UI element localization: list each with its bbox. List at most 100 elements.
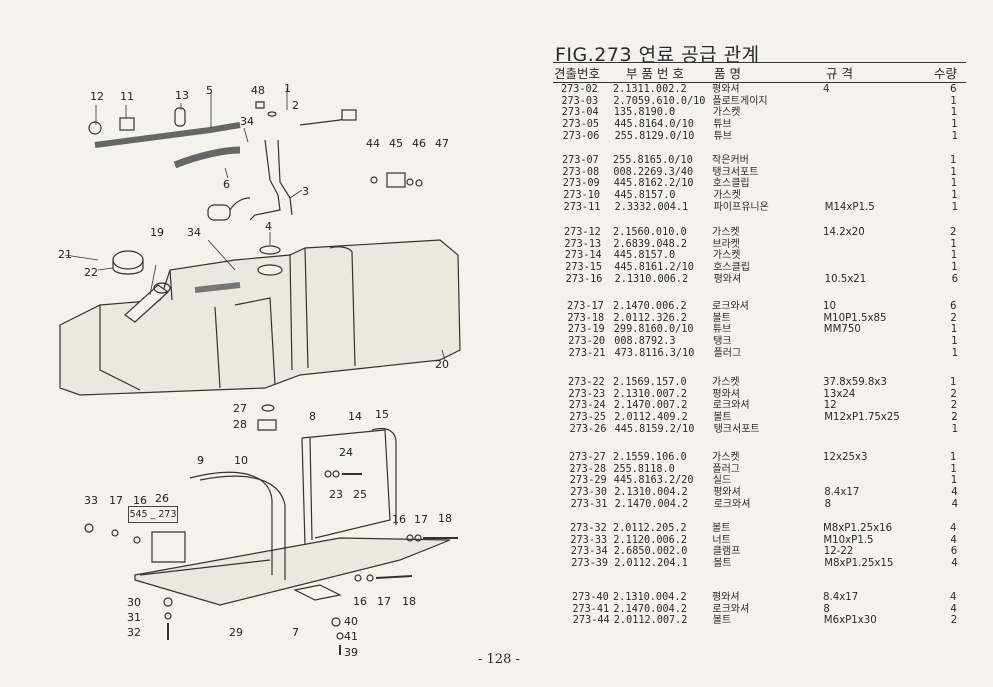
header-part-no: 부 품 번 호 — [626, 66, 684, 81]
callout-label: 39 — [344, 646, 358, 659]
index-no-cell: 273-09 — [562, 178, 600, 190]
part-name-cell: 가스켓 — [713, 190, 741, 202]
qty-cell: 4 — [951, 558, 958, 570]
title-divider — [553, 62, 966, 63]
callout-label: 32 — [127, 626, 141, 639]
part-name-cell: 로크와셔 — [713, 498, 751, 510]
part-no-cell: 445.8162.2/10 — [613, 178, 694, 190]
index-no-cell: 273-27 — [569, 452, 606, 463]
qty-cell: 2 — [950, 227, 957, 238]
index-no-cell: 273-31 — [570, 498, 608, 510]
spec-cell: 8.4x17 — [823, 592, 859, 603]
callout-label: 11 — [120, 90, 134, 103]
callout-label: 17 — [414, 513, 428, 526]
part-no-cell: 255.8118.0 — [613, 463, 675, 475]
part-no-cell: 2.1470.004.2 — [614, 498, 689, 510]
header-divider — [553, 82, 966, 83]
part-name-cell: 실드 — [712, 475, 732, 487]
qty-cell: 1 — [950, 250, 958, 262]
qty-cell: 1 — [950, 166, 957, 178]
qty-cell: 1 — [951, 347, 959, 359]
qty-cell: 1 — [951, 423, 959, 435]
part-name-cell: 로크와셔 — [712, 603, 750, 615]
callout-label: 17 — [377, 595, 391, 608]
spec-cell: M8xP1.25x16 — [823, 523, 893, 534]
part-name-cell: 로크와셔 — [712, 301, 749, 312]
qty-cell: 6 — [950, 301, 957, 312]
part-no-cell: 2.1569.157.0 — [613, 377, 687, 388]
spec-cell: M6xP1x30 — [823, 615, 877, 627]
part-name-cell: 너트 — [712, 534, 731, 546]
spec-cell: 4 — [823, 84, 830, 95]
part-name-cell: 로크와셔 — [712, 400, 750, 412]
index-no-cell: 273-28 — [569, 463, 607, 475]
callout-label: 4 — [265, 220, 272, 233]
spec-cell: M12xP1.75x25 — [824, 412, 900, 424]
spec-cell: 37.8x59.8x3 — [823, 377, 887, 388]
index-no-cell: 273-21 — [568, 347, 606, 359]
page-number: - 128 - — [478, 652, 520, 667]
part-no-cell: 2.1470.006.2 — [613, 301, 687, 312]
qty-cell: 1 — [951, 201, 959, 213]
index-no-cell: 273-15 — [565, 262, 602, 274]
callout-label: 13 — [175, 89, 189, 102]
part-name-cell: 평와셔 — [712, 388, 740, 400]
part-name-cell: 가스켓 — [712, 107, 741, 119]
part-no-cell: 445.8164.0/10 — [614, 119, 694, 131]
qty-cell: 4 — [950, 603, 957, 615]
callout-label: 46 — [412, 137, 426, 150]
callout-label: 12 — [90, 90, 104, 103]
part-no-cell: 2.1310.004.2 — [614, 487, 688, 499]
part-name-cell: 볼트 — [712, 523, 731, 534]
index-no-cell: 273-07 — [562, 155, 599, 166]
part-no-cell: 2.1310.004.2 — [613, 592, 687, 603]
part-no-cell: 2.1470.007.2 — [613, 400, 688, 412]
part-no-cell: 445.8159.2/10 — [614, 423, 695, 435]
callout-label: 21 — [58, 248, 72, 261]
table-row: 273-21 473.8116.3/10 플러그 1 — [569, 348, 960, 360]
index-no-cell: 273-11 — [563, 201, 601, 213]
qty-cell: 1 — [950, 324, 958, 336]
callout-label: 34 — [240, 115, 254, 128]
qty-cell: 1 — [951, 190, 958, 202]
part-no-cell: 255.8129.0/10 — [614, 130, 695, 142]
part-no-cell: 473.8116.3/10 — [614, 347, 695, 359]
reference-box: 545 _ 273 — [128, 506, 178, 523]
part-no-cell: 2.0112.409.2 — [614, 412, 688, 424]
qty-cell: 6 — [950, 546, 958, 558]
part-name-cell: 평와셔 — [713, 487, 741, 499]
spec-cell: 12 — [823, 400, 837, 412]
part-name-cell: 튜브 — [712, 324, 732, 336]
spec-cell: 10 — [823, 301, 836, 312]
index-no-cell: 273-26 — [569, 423, 607, 435]
part-name-cell: 튜브 — [713, 130, 732, 142]
qty-cell: 2 — [950, 400, 958, 412]
index-no-cell: 273-03 — [561, 95, 599, 107]
part-no-cell: 2.7059.610.0/10 — [613, 95, 706, 107]
part-no-cell: 2.1560.010.0 — [613, 227, 687, 238]
part-name-cell: 볼트 — [712, 615, 732, 627]
callout-label: 8 — [309, 410, 316, 423]
part-no-cell: 2.1120.006.2 — [613, 534, 687, 546]
index-no-cell: 273-18 — [567, 312, 605, 324]
index-no-cell: 273-33 — [570, 534, 608, 546]
part-name-cell: 플러그 — [713, 347, 742, 359]
